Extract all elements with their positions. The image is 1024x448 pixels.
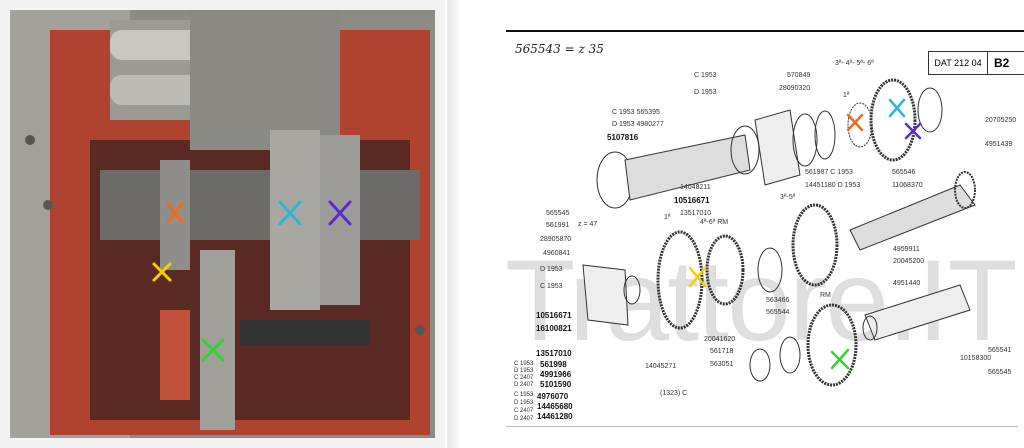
orange-x-marker — [166, 202, 184, 224]
part-label: C 1953 — [694, 72, 717, 79]
part-label: 3ª-5ª — [780, 194, 796, 201]
part-label: 20705250 — [985, 117, 1017, 124]
gear-1 — [656, 230, 704, 330]
green-x-marker — [830, 348, 850, 370]
part-label: 4960841 — [543, 250, 571, 257]
cyan-x-marker — [888, 98, 906, 118]
part-label: 565545 — [988, 369, 1012, 376]
gear-3-4-5-6 — [869, 78, 917, 162]
part-label: 14048211 — [680, 184, 711, 191]
main-shaft — [849, 184, 976, 251]
part-label: 4ª-6ª RM — [700, 219, 729, 226]
part-label: 14465680 — [537, 402, 573, 411]
part-label: C 1953 565395 — [612, 109, 660, 116]
gear-4-6 — [705, 234, 745, 306]
part-label: 13517010 — [536, 349, 572, 358]
part-label: 4951440 — [893, 280, 921, 287]
part-label: D 1953 4980277 — [612, 121, 664, 128]
part-label: 565546 — [892, 169, 916, 176]
bearing-cover — [754, 109, 801, 186]
part-label: C 1953 — [514, 392, 534, 398]
part-label: 561991 — [546, 222, 570, 229]
part-label: C 2407 — [514, 375, 534, 381]
top-rule — [506, 30, 1024, 32]
part-label: 4951439 — [985, 141, 1013, 148]
part-label: 565545 — [546, 210, 570, 217]
part-label: 10158300 — [960, 355, 992, 362]
part-label: 13517010 — [680, 210, 712, 217]
part-label: 561987 C 1953 — [805, 169, 853, 176]
part-label: D 1953 — [514, 368, 534, 374]
green-x-marker — [201, 338, 225, 362]
handwritten-note: 565543 = z 35 — [515, 42, 604, 56]
purple-x-marker — [904, 122, 922, 140]
part-label: 14461280 — [537, 412, 573, 421]
gear-3-5 — [791, 203, 839, 287]
part-label: C 1953 — [514, 361, 534, 367]
part-label: RM — [820, 292, 831, 299]
part-label: 4991966 — [540, 370, 572, 379]
part-label: D 1953 — [514, 400, 534, 406]
part-label: 5101590 — [540, 380, 572, 389]
part-label: D 2407 — [514, 382, 534, 388]
part-label: 20041620 — [704, 336, 736, 343]
part-label: 11068370 — [892, 182, 923, 189]
part-label: 4976070 — [537, 392, 569, 401]
orange-x-marker — [846, 113, 864, 132]
part-label: 565544 — [766, 309, 790, 316]
part-label: 20045200 — [893, 258, 925, 265]
part-label: C 1953 — [540, 283, 563, 290]
part-label: 561718 — [710, 348, 734, 355]
input-shaft — [624, 134, 751, 201]
dat-box: DAT 212 04 B2 — [928, 51, 1024, 75]
purple-x-marker — [328, 200, 352, 226]
part-label: 28090320 — [779, 85, 811, 92]
part-label: 563051 — [710, 361, 734, 368]
dat-label: DAT 212 04 — [929, 52, 988, 74]
part-label: 5107816 — [607, 133, 639, 142]
part-label: 570849 — [787, 72, 811, 79]
part-label: C 2407 — [514, 408, 534, 414]
part-label: z = 47 — [578, 221, 598, 228]
part-label: 565541 — [988, 347, 1012, 354]
part-label: 10516671 — [536, 311, 572, 320]
cyan-x-marker — [278, 200, 302, 226]
part-label: D 1953 — [694, 89, 717, 96]
part-label: 14045271 — [645, 363, 677, 370]
bottom-rule — [506, 426, 1018, 427]
part-label: D 2407 — [514, 416, 534, 422]
part-label: 1ª — [843, 92, 850, 99]
gearbox-illustration — [10, 10, 435, 438]
part-label: 16100821 — [536, 324, 572, 333]
part-label: 14451180 D 1953 — [805, 182, 861, 189]
gearbox-photo — [0, 0, 445, 448]
sheet-id: B2 — [994, 56, 1010, 70]
part-label: 3ª- 4ª- 5ª- 6ª — [835, 60, 874, 67]
divider — [447, 0, 459, 448]
part-label: 561998 — [540, 360, 567, 369]
reverse-gear — [806, 303, 858, 387]
part-label: 10516671 — [674, 196, 710, 205]
yellow-x-marker — [688, 266, 707, 288]
rear-cover — [582, 264, 629, 326]
reverse-shaft — [864, 284, 971, 341]
part-label: 28905870 — [540, 236, 572, 243]
yellow-x-marker — [152, 262, 172, 282]
part-label: 1ª — [664, 214, 671, 221]
part-label: 563466 — [766, 297, 790, 304]
part-label: 4959911 — [893, 246, 920, 253]
footer-code: (1323) C — [660, 390, 688, 397]
part-label: D 1953 — [540, 266, 563, 273]
